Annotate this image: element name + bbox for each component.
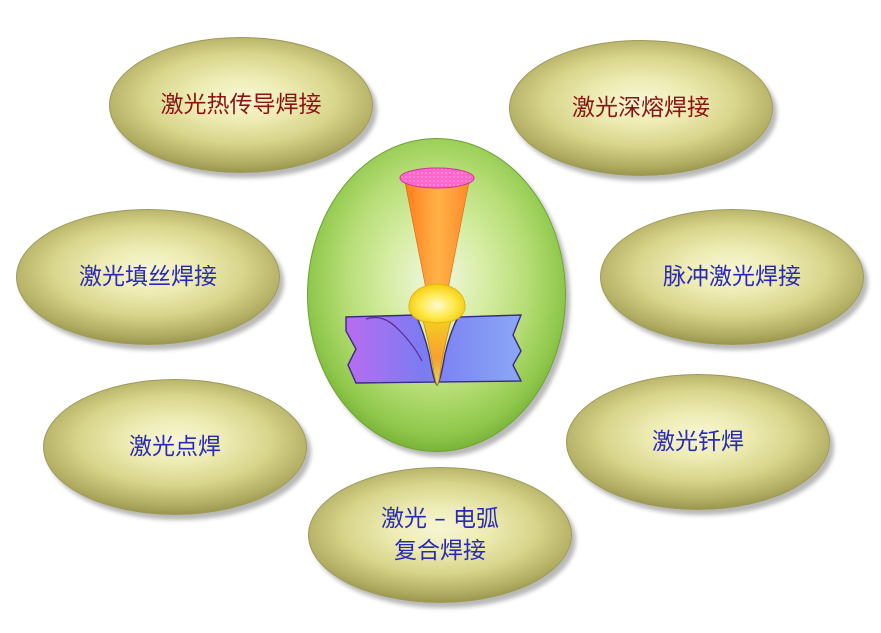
oval-label: 激光深熔焊接 (572, 95, 710, 121)
oval-laser-conduction-welding: 激光热传导焊接 (109, 37, 373, 173)
oval-label: 激光热传导焊接 (160, 92, 322, 118)
focusing-lens (399, 167, 475, 189)
laser-weld-illustration (345, 167, 523, 387)
laser-beam (403, 176, 471, 290)
oval-laser-filler-wire-welding: 激光填丝焊接 (16, 209, 280, 345)
oval-label: 激光填丝焊接 (79, 264, 217, 290)
oval-label: 激光点焊 (129, 434, 221, 460)
center-welding-illustration-oval (307, 138, 566, 452)
oval-laser-spot-welding: 激光点焊 (43, 379, 307, 515)
oval-laser-deep-penetration-welding: 激光深熔焊接 (509, 40, 773, 176)
keyhole (421, 316, 453, 386)
melt-zone-outline (365, 316, 423, 362)
oval-label: 激光钎焊 (652, 429, 744, 455)
oval-laser-brazing: 激光钎焊 (566, 374, 830, 510)
workpiece-plate (345, 314, 523, 387)
oval-label: 脉冲激光焊接 (663, 264, 801, 290)
oval-laser-arc-hybrid-welding: 激光 – 电弧 复合焊接 (308, 467, 572, 603)
oval-label: 激光 – 电弧 复合焊接 (380, 506, 500, 564)
oval-pulsed-laser-welding: 脉冲激光焊接 (600, 209, 864, 345)
plasma-plume (408, 283, 466, 324)
